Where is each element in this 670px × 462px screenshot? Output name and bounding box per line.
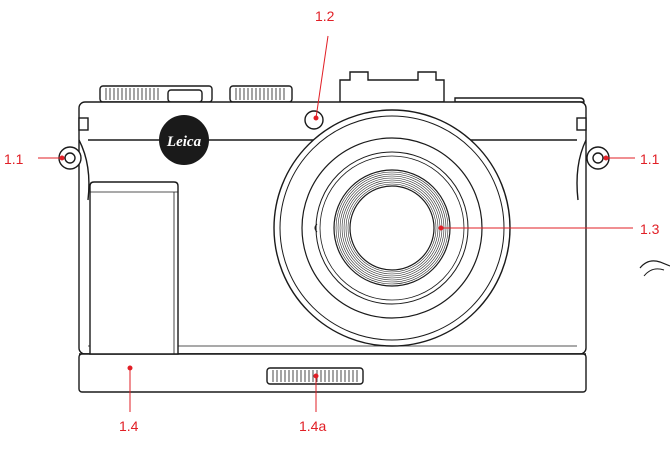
lens-front-element	[349, 185, 435, 271]
strap-lugs	[58, 146, 610, 170]
brand-badge: Leica	[159, 115, 209, 165]
aperture-dial	[229, 85, 293, 103]
release-button	[167, 89, 203, 103]
callout-labels: 1.1 1.1 1.2 1.3 1.4 1.4a	[4, 8, 660, 434]
lens-side-mark	[314, 223, 318, 233]
front-grip	[89, 181, 179, 355]
hot-shoe	[339, 71, 445, 103]
strap-lug-right-inner	[592, 152, 604, 164]
top-controls	[99, 71, 585, 103]
strap-lug-left-inner	[64, 152, 76, 164]
label-handgrip: 1.4	[119, 418, 139, 434]
top-plate-right	[454, 97, 585, 103]
partial-object-right	[639, 260, 670, 269]
logo-text: Leica	[166, 134, 202, 150]
self-timer-lamp	[304, 110, 324, 130]
thumbwheel-knurling	[272, 370, 358, 382]
logo-circle	[159, 115, 209, 165]
label-strap-lug-left: 1.1	[4, 151, 24, 167]
dial-knurling-left	[105, 88, 159, 100]
label-grip-thumbwheel: 1.4a	[299, 418, 326, 434]
callout-leaders	[38, 35, 635, 412]
label-self-timer-lamp: 1.2	[315, 8, 335, 24]
leader-self-timer	[315, 35, 329, 119]
body-curve-left	[78, 139, 90, 201]
body-curve-right	[576, 139, 587, 201]
lug-mount-left	[78, 117, 89, 131]
lug-mount-right	[576, 117, 587, 131]
partial-object-right-2	[643, 268, 665, 277]
label-lens: 1.3	[640, 221, 660, 237]
dial-knurling-right	[235, 88, 285, 100]
label-strap-lug-right: 1.1	[640, 151, 660, 167]
